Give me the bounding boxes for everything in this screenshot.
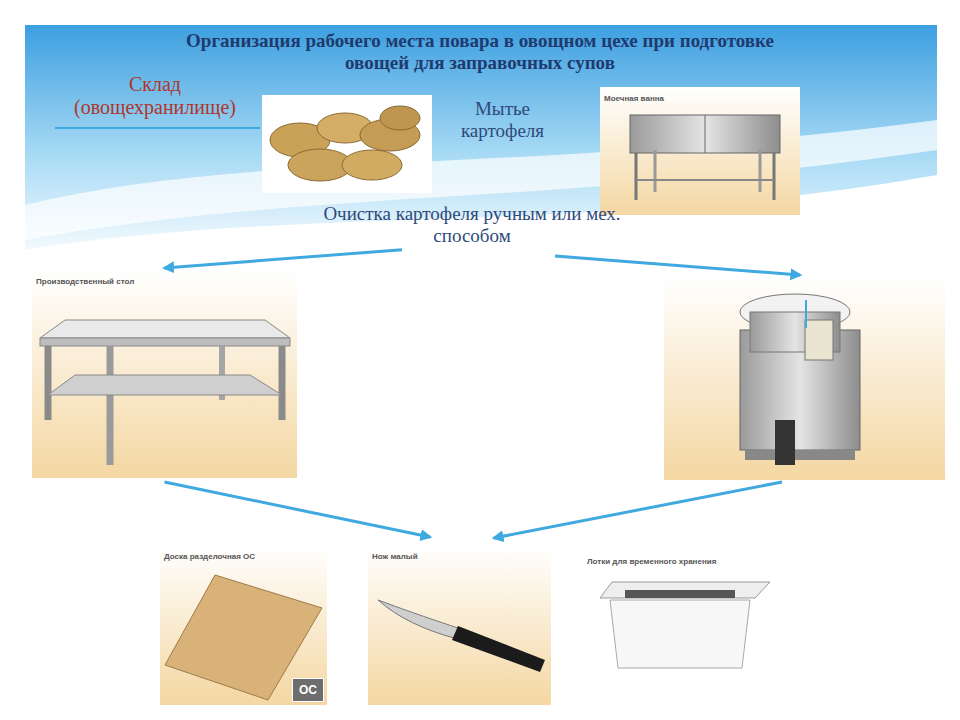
arrow	[494, 482, 782, 538]
arrow	[165, 482, 431, 537]
caption: Нож малый	[368, 549, 422, 564]
caption: Лотки для временного хранения	[583, 554, 720, 569]
leader-line	[55, 127, 260, 129]
picture-panel: Производственный стол	[32, 270, 297, 478]
step-text: Очистка картофеля ручным или мех. способ…	[322, 203, 622, 247]
caption: Доска разделочная ОС	[160, 549, 259, 564]
sky-band	[25, 25, 937, 265]
label: Мытье картофеля	[440, 98, 565, 142]
knife-picture	[368, 545, 551, 705]
title: Организация рабочего места повара в овощ…	[160, 30, 800, 74]
tray-picture	[583, 550, 775, 670]
badge: ОС	[292, 678, 324, 702]
label: Склад (овощехранилище)	[55, 73, 255, 119]
board-picture	[160, 545, 327, 705]
arrow	[165, 250, 403, 268]
peeler-picture	[664, 277, 945, 480]
picture-panel: Нож малый	[368, 545, 551, 705]
picture-panel: Моечная ванна	[600, 87, 800, 215]
picture-panel: Доска разделочная ОС ОС	[160, 545, 327, 705]
table-picture	[32, 270, 297, 478]
sink-picture	[600, 87, 800, 215]
caption: Производственный стол	[32, 274, 138, 289]
potato-picture	[262, 95, 432, 193]
picture-panel: Лотки для временного хранения	[583, 550, 775, 670]
wave	[25, 175, 937, 265]
caption: Очистка картофеля ручным или мех. способ…	[322, 203, 622, 247]
caption: Моечная ванна	[600, 91, 668, 106]
arrow	[555, 256, 800, 275]
